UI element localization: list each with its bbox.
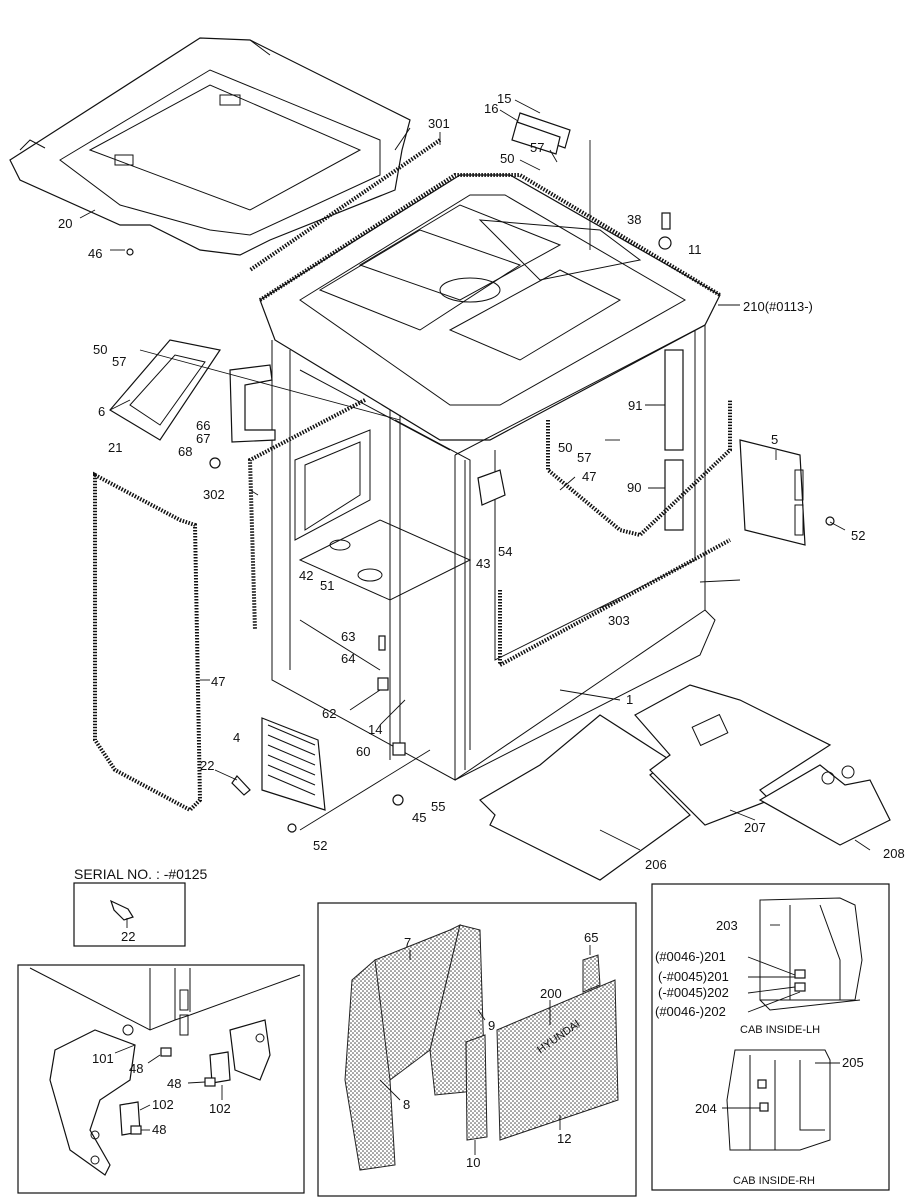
callout-206: 206 bbox=[645, 857, 667, 872]
callout-303: 303 bbox=[608, 613, 630, 628]
callout-43: 43 bbox=[476, 556, 490, 571]
cab-seal-210 bbox=[258, 173, 722, 302]
callout-101: 101 bbox=[92, 1051, 114, 1066]
callout-4: 4 bbox=[233, 730, 240, 745]
callout-47a: 47 bbox=[582, 469, 596, 484]
leader-lines bbox=[79, 99, 871, 851]
callout-208: 208 bbox=[883, 846, 905, 861]
callout-48c: 48 bbox=[152, 1122, 166, 1137]
callout-12: 12 bbox=[557, 1131, 571, 1146]
step-bracket-inset: 101 48 48 102 102 48 bbox=[17, 964, 305, 1194]
callout-204: 204 bbox=[695, 1101, 717, 1116]
callout-52b: 52 bbox=[313, 838, 327, 853]
callout-labels: 301 15 16 57 50 38 11 20 46 210(#0113-) … bbox=[58, 91, 905, 872]
callout-50b: 50 bbox=[93, 342, 107, 357]
callout-66: 66 bbox=[196, 418, 210, 433]
callout-10: 10 bbox=[466, 1155, 480, 1170]
callout-48a: 48 bbox=[129, 1061, 143, 1076]
callout-16: 16 bbox=[484, 101, 498, 116]
mat-part-12 bbox=[496, 979, 619, 1141]
callout-301: 301 bbox=[428, 116, 450, 131]
callout-57a: 57 bbox=[530, 140, 544, 155]
callout-5: 5 bbox=[771, 432, 778, 447]
callout-91: 91 bbox=[628, 398, 642, 413]
callout-202a: (-#0045)202 bbox=[658, 985, 729, 1000]
callout-8: 8 bbox=[403, 1097, 410, 1112]
callout-45: 45 bbox=[412, 810, 426, 825]
callout-38: 38 bbox=[627, 212, 641, 227]
callout-52a: 52 bbox=[851, 528, 865, 543]
hardware-parts bbox=[126, 112, 835, 833]
callout-9: 9 bbox=[488, 1018, 495, 1033]
mat-part-8 bbox=[344, 959, 396, 1171]
callout-67: 67 bbox=[196, 431, 210, 446]
callout-200: 200 bbox=[540, 986, 562, 1001]
callout-20: 20 bbox=[58, 216, 72, 231]
callout-42: 42 bbox=[299, 568, 313, 583]
callout-302: 302 bbox=[203, 487, 225, 502]
callout-21: 21 bbox=[108, 440, 122, 455]
callout-1: 1 bbox=[626, 692, 633, 707]
callout-63: 63 bbox=[341, 629, 355, 644]
cab-inside-lh-label: CAB INSIDE-LH bbox=[740, 1024, 820, 1036]
callout-65: 65 bbox=[584, 930, 598, 945]
door-seal-47-left bbox=[93, 471, 203, 813]
callout-7: 7 bbox=[404, 935, 411, 950]
callout-22b: 22 bbox=[121, 929, 135, 944]
callout-55: 55 bbox=[431, 799, 445, 814]
callout-57c: 57 bbox=[577, 450, 591, 465]
floor-mat-208 bbox=[758, 764, 891, 846]
callout-60: 60 bbox=[356, 744, 370, 759]
floor-mat-206 bbox=[479, 714, 691, 881]
callout-57b: 57 bbox=[112, 354, 126, 369]
callout-207: 207 bbox=[744, 820, 766, 835]
vent-part bbox=[261, 717, 326, 811]
callout-90: 90 bbox=[627, 480, 641, 495]
callout-102b: 102 bbox=[209, 1101, 231, 1116]
callout-68: 68 bbox=[178, 444, 192, 459]
callout-48b: 48 bbox=[167, 1076, 181, 1091]
roof-seal-301 bbox=[248, 138, 442, 272]
callout-54: 54 bbox=[498, 544, 512, 559]
callout-62: 62 bbox=[322, 706, 336, 721]
callout-205: 205 bbox=[842, 1055, 864, 1070]
mat-part-65 bbox=[582, 954, 601, 993]
callout-47b: 47 bbox=[211, 674, 225, 689]
cab-inside-rh-label: CAB INSIDE-RH bbox=[733, 1175, 815, 1187]
door-seal-47-right bbox=[546, 400, 732, 538]
seal-302 bbox=[247, 398, 366, 631]
callout-6: 6 bbox=[98, 404, 105, 419]
cab-body-part bbox=[259, 174, 721, 781]
side-cover-5-part bbox=[739, 439, 806, 546]
callout-201b: (-#0045)201 bbox=[658, 969, 729, 984]
callout-102a: 102 bbox=[152, 1097, 174, 1112]
callout-64: 64 bbox=[341, 651, 355, 666]
callout-50c: 50 bbox=[558, 440, 572, 455]
interior-mat-inset: HYUNDAI 7 65 200 9 8 12 10 bbox=[317, 902, 637, 1197]
callout-202b: (#0046-)202 bbox=[655, 1004, 726, 1019]
roof-panel-part bbox=[9, 37, 411, 256]
mat-part-10 bbox=[465, 1034, 488, 1141]
callout-15: 15 bbox=[497, 91, 511, 106]
serial-no-inset: SERIAL NO. : -#0125 22 bbox=[73, 866, 208, 947]
callout-11: 11 bbox=[688, 242, 702, 257]
callout-14: 14 bbox=[368, 722, 382, 737]
callout-50a: 50 bbox=[500, 151, 514, 166]
rear-cover-part bbox=[109, 339, 276, 443]
seal-303 bbox=[498, 538, 731, 669]
callout-51: 51 bbox=[320, 578, 334, 593]
callout-46: 46 bbox=[88, 246, 102, 261]
floor-mat-207 bbox=[634, 684, 832, 826]
callout-210: 210(#0113-) bbox=[743, 299, 813, 314]
callout-201a: (#0046-)201 bbox=[655, 949, 726, 964]
callout-22a: 22 bbox=[200, 758, 214, 773]
serial-no-label: SERIAL NO. : -#0125 bbox=[74, 866, 208, 882]
callout-203: 203 bbox=[716, 918, 738, 933]
cab-inside-inset: 203 (#0046-)201 (-#0045)201 (-#0045)202 … bbox=[651, 883, 890, 1191]
